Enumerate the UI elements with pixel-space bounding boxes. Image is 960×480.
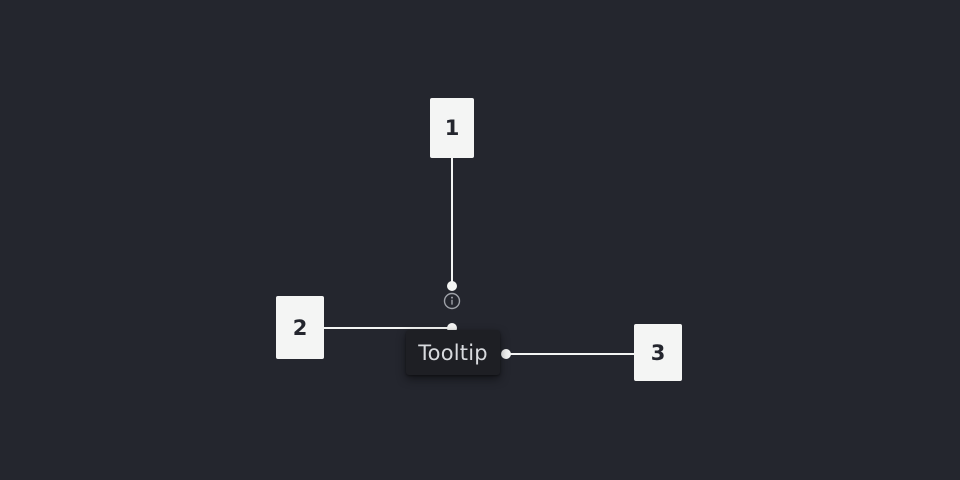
callout-marker-3-label: 3 xyxy=(650,340,666,365)
callout-marker-1: 1 xyxy=(430,98,474,158)
callout-marker-3: 3 xyxy=(634,324,682,381)
callout-marker-1-label: 1 xyxy=(444,116,460,140)
connector-1 xyxy=(447,158,457,291)
connector-3-dot xyxy=(501,349,511,359)
info-icon[interactable] xyxy=(443,292,461,310)
callout-marker-2-label: 2 xyxy=(292,315,308,340)
tooltip-text: Tooltip xyxy=(418,340,488,365)
callout-marker-2: 2 xyxy=(276,296,324,359)
tooltip-container: Tooltip xyxy=(406,330,500,375)
connector-3 xyxy=(501,349,634,359)
connector-1-dot xyxy=(447,281,457,291)
